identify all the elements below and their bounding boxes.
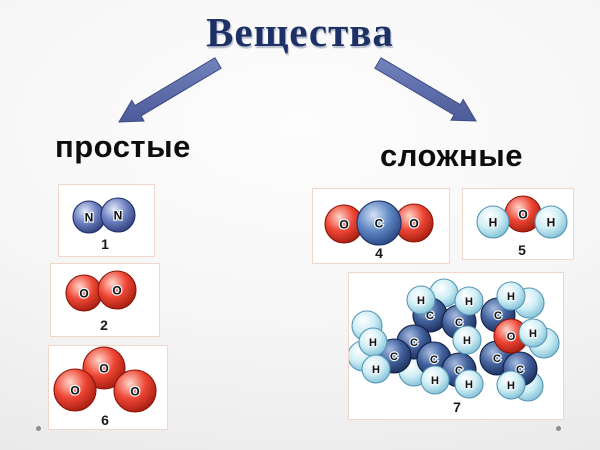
atom-label: O <box>130 384 139 398</box>
atom-label: H <box>465 296 473 308</box>
atom-H <box>496 281 526 311</box>
atom-H <box>454 286 484 316</box>
atom-label: N <box>85 210 94 224</box>
atom-label: O <box>339 217 348 231</box>
atom-label: H <box>431 375 439 387</box>
atom-label: H <box>547 215 556 229</box>
atom-label: H <box>463 335 471 347</box>
atom-label: C <box>493 353 501 365</box>
atom-label: H <box>529 328 537 340</box>
atom-label: N <box>114 208 123 222</box>
atom-label: C <box>494 310 502 322</box>
atom-label: C <box>426 310 434 322</box>
atom-label: H <box>489 215 498 229</box>
atom-C <box>356 200 402 246</box>
atom-label: H <box>465 379 473 391</box>
molecule-oxygen-o2: O O 2 <box>50 263 160 337</box>
atom-O <box>97 270 137 310</box>
right-arrow <box>374 57 477 122</box>
molecule-number: 2 <box>100 317 108 333</box>
atom-label: H <box>372 364 380 376</box>
atom-label: O <box>518 207 527 221</box>
molecule-carbon-dioxide-co2: O O C 4 <box>312 188 450 264</box>
atom-label: O <box>507 331 516 343</box>
atom-label: O <box>70 383 79 397</box>
atom-label: C <box>410 337 418 349</box>
decorative-dot <box>36 426 41 431</box>
atom-H <box>476 205 510 239</box>
atom-label: C <box>455 365 463 377</box>
molecule-number: 7 <box>453 399 461 415</box>
molecule-number: 5 <box>518 242 526 258</box>
molecule-number: 4 <box>375 245 383 261</box>
atom-label: H <box>369 337 377 349</box>
atom-O <box>53 368 97 412</box>
atom-O <box>113 369 157 413</box>
atom-label: O <box>99 361 108 375</box>
molecule-number: 6 <box>101 412 109 428</box>
atom-H <box>420 365 450 395</box>
atom-label: H <box>507 291 515 303</box>
complex-substances-label: сложные <box>380 138 523 173</box>
atom-label: H <box>417 295 425 307</box>
simple-substances-label: простые <box>55 129 191 164</box>
atom-label: O <box>112 283 121 297</box>
molecule-ozone-o3: O O O 6 <box>48 345 168 430</box>
atom-label: O <box>409 216 418 230</box>
atom-H <box>452 325 482 355</box>
atom-O <box>82 346 126 390</box>
atom-H <box>496 370 526 400</box>
molecule-water-h2o: O H H 5 <box>462 188 574 260</box>
atom-H <box>406 285 436 315</box>
molecule-number: 1 <box>101 236 109 252</box>
atom-label: C <box>430 354 438 366</box>
page-title: Вещества <box>206 9 394 55</box>
decorative-dot <box>556 426 561 431</box>
left-arrow <box>118 57 222 123</box>
atom-label: C <box>375 216 384 230</box>
atom-H <box>361 354 391 384</box>
atom-label: C <box>390 351 398 363</box>
atom-label: H <box>507 380 515 392</box>
atom-H <box>454 369 484 399</box>
atom-H <box>534 205 568 239</box>
atom-label: C <box>516 364 524 376</box>
atom-label: C <box>455 317 463 329</box>
atom-N <box>100 197 136 233</box>
atom-H <box>518 318 548 348</box>
atom-label: O <box>79 286 88 300</box>
